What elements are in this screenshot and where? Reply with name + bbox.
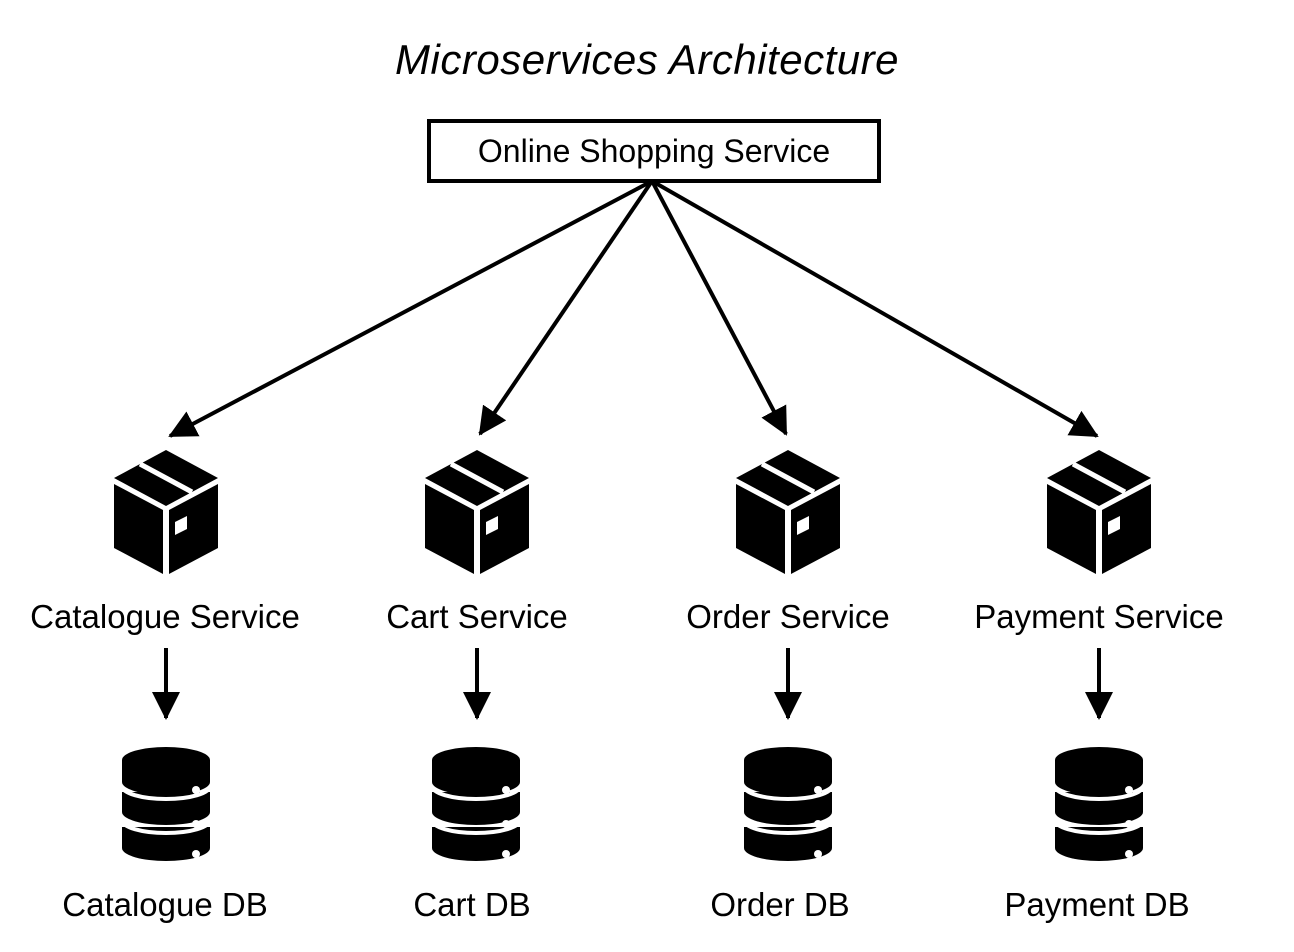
edge-root-to-payment-service	[651, 179, 1099, 438]
cart-service-label: Cart Service	[386, 598, 568, 635]
online-shopping-service-node: Online Shopping Service	[427, 119, 881, 183]
package-box-icon	[1047, 450, 1151, 574]
diagram-title: Microservices Architecture	[395, 36, 899, 83]
edge-root-to-cart-service	[478, 179, 654, 436]
database-icon	[1053, 747, 1145, 861]
payment-service-label: Payment Service	[974, 598, 1224, 635]
online-shopping-service-label: Online Shopping Service	[477, 132, 831, 169]
database-icon	[120, 747, 212, 861]
package-box-icon	[114, 450, 218, 574]
database-icon	[430, 747, 522, 861]
catalogue-db-label: Catalogue DB	[62, 886, 268, 923]
payment-db-label: Payment DB	[1004, 886, 1190, 923]
package-box-icon	[425, 450, 529, 574]
catalogue-service-label: Catalogue Service	[30, 598, 300, 635]
edge-root-to-order-service	[650, 180, 788, 436]
order-service-label: Order Service	[686, 598, 890, 635]
edge-root-to-catalogue-service	[168, 179, 653, 438]
package-box-icon	[736, 450, 840, 574]
order-db-label: Order DB	[710, 886, 850, 923]
cart-db-label: Cart DB	[413, 886, 531, 923]
database-icon	[742, 747, 834, 861]
